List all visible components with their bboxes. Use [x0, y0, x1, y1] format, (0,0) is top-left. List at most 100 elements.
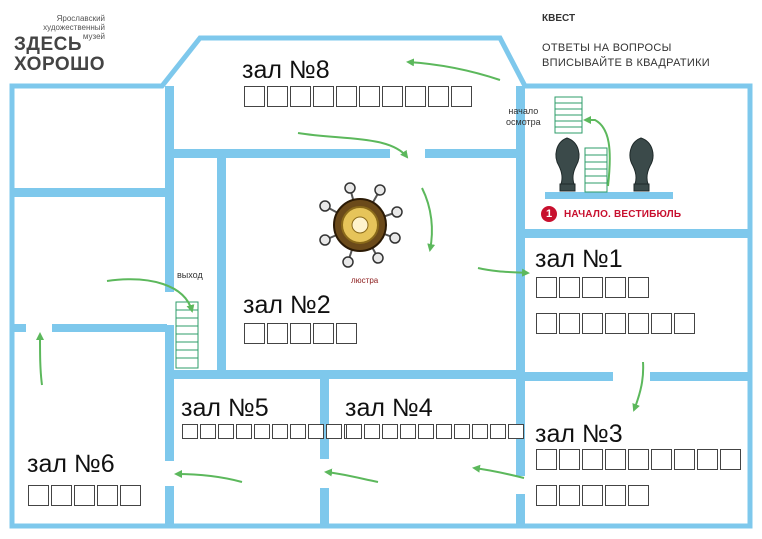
hall-2-answer-boxes[interactable] — [244, 323, 359, 344]
answer-box[interactable] — [508, 424, 524, 439]
arrow-to-hall6 — [174, 470, 243, 483]
answer-box[interactable] — [326, 424, 342, 439]
answer-box[interactable] — [308, 424, 324, 439]
answer-box[interactable] — [400, 424, 416, 439]
answer-box[interactable] — [436, 424, 452, 439]
answer-box[interactable] — [382, 424, 398, 439]
answer-box[interactable] — [359, 86, 380, 107]
answer-box[interactable] — [346, 424, 362, 439]
answer-box[interactable] — [74, 485, 95, 506]
answer-box[interactable] — [28, 485, 49, 506]
answer-box[interactable] — [582, 277, 603, 298]
answer-box[interactable] — [628, 313, 649, 334]
answer-box[interactable] — [244, 323, 265, 344]
answer-box[interactable] — [628, 277, 649, 298]
answer-box[interactable] — [418, 424, 434, 439]
logo-big-line: ХОРОШО — [14, 54, 106, 75]
vase-right-icon — [629, 137, 654, 192]
answer-box[interactable] — [313, 323, 334, 344]
answer-box[interactable] — [697, 449, 718, 470]
answer-box[interactable] — [290, 86, 311, 107]
answer-box[interactable] — [559, 485, 580, 506]
answer-box[interactable] — [536, 277, 557, 298]
answer-box[interactable] — [364, 424, 380, 439]
answer-box[interactable] — [582, 449, 603, 470]
answer-box[interactable] — [651, 313, 672, 334]
answer-box[interactable] — [582, 313, 603, 334]
answer-box[interactable] — [605, 449, 626, 470]
quest-instruction-line: ВПИСЫВАЙТЕ В КВАДРАТИКИ — [542, 57, 711, 69]
hall-5-answer-boxes[interactable] — [182, 424, 362, 439]
answer-box[interactable] — [628, 485, 649, 506]
logo-big-line: ЗДЕСЬ — [14, 34, 82, 55]
start-tour-label: начало осмотра — [506, 106, 541, 128]
answer-box[interactable] — [674, 449, 695, 470]
answer-box[interactable] — [200, 424, 216, 439]
answer-box[interactable] — [97, 485, 118, 506]
answer-box[interactable] — [272, 424, 288, 439]
answer-box[interactable] — [236, 424, 252, 439]
hall-1-answer-boxes-row2[interactable] — [536, 313, 697, 334]
answer-box[interactable] — [218, 424, 234, 439]
hall-3-answer-boxes-row1[interactable] — [536, 449, 743, 470]
arrow-hall8-down — [297, 132, 409, 159]
answer-box[interactable] — [182, 424, 198, 439]
answer-box[interactable] — [582, 485, 603, 506]
answer-box[interactable] — [382, 86, 403, 107]
answer-box[interactable] — [120, 485, 141, 506]
answer-box[interactable] — [51, 485, 72, 506]
answer-box[interactable] — [405, 86, 426, 107]
inner-walls — [12, 86, 750, 526]
answer-box[interactable] — [559, 449, 580, 470]
hall-8-answer-boxes[interactable] — [244, 86, 474, 107]
answer-box[interactable] — [290, 424, 306, 439]
answer-box[interactable] — [628, 449, 649, 470]
start-vestibule-label: НАЧАЛО. ВЕСТИБЮЛЬ — [564, 209, 682, 220]
answer-box[interactable] — [244, 86, 265, 107]
answer-box[interactable] — [605, 485, 626, 506]
route-arrows — [36, 58, 645, 483]
answer-box[interactable] — [674, 313, 695, 334]
answer-box[interactable] — [267, 86, 288, 107]
exit-label: выход — [177, 270, 203, 280]
answer-box[interactable] — [451, 86, 472, 107]
logo-small-line: художественный — [43, 23, 105, 32]
answer-box[interactable] — [536, 485, 557, 506]
answer-box[interactable] — [254, 424, 270, 439]
hall-1-answer-boxes-row1[interactable] — [536, 277, 651, 298]
answer-box[interactable] — [454, 424, 470, 439]
arrow-to-hall3 — [632, 361, 645, 412]
hall-4-answer-boxes[interactable] — [346, 424, 526, 439]
start-number-badge: 1 — [541, 206, 557, 222]
arrow-to-exit — [106, 278, 195, 313]
answer-box[interactable] — [536, 449, 557, 470]
start-tour-line: начало — [508, 106, 539, 116]
answer-box[interactable] — [720, 449, 741, 470]
answer-box[interactable] — [490, 424, 506, 439]
answer-box[interactable] — [536, 313, 557, 334]
answer-box[interactable] — [428, 86, 449, 107]
answer-box[interactable] — [559, 277, 580, 298]
hall-3-answer-boxes-row2[interactable] — [536, 485, 651, 506]
answer-box[interactable] — [336, 323, 357, 344]
quest-instruction: ОТВЕТЫ НА ВОПРОСЫ ВПИСЫВАЙТЕ В КВАДРАТИК… — [542, 41, 710, 71]
answer-box[interactable] — [472, 424, 488, 439]
answer-box[interactable] — [290, 323, 311, 344]
arrow-to-hall1 — [477, 267, 530, 277]
arrow-to-hall4 — [472, 464, 525, 479]
chandelier-icon — [319, 182, 403, 268]
stairs-exit — [175, 301, 199, 369]
answer-box[interactable] — [336, 86, 357, 107]
answer-box[interactable] — [605, 313, 626, 334]
answer-box[interactable] — [267, 323, 288, 344]
quest-title: КВЕСТ — [542, 13, 576, 24]
hall-4-label: зал №4 — [345, 394, 433, 422]
hall-6-answer-boxes[interactable] — [28, 485, 143, 506]
hall-5-label: зал №5 — [181, 394, 269, 422]
answer-box[interactable] — [605, 277, 626, 298]
answer-box[interactable] — [651, 449, 672, 470]
answer-box[interactable] — [559, 313, 580, 334]
logo-small-line: Ярославский — [56, 14, 105, 23]
answer-box[interactable] — [313, 86, 334, 107]
